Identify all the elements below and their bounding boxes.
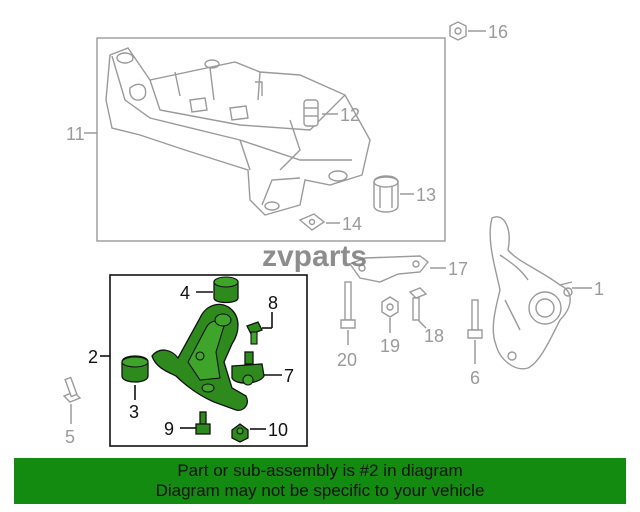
bushing-12[interactable] — [303, 99, 319, 127]
callout-6[interactable]: 6 — [470, 368, 480, 388]
nut-10[interactable] — [231, 423, 249, 443]
bushing-3[interactable] — [121, 355, 149, 383]
lower-control-arm[interactable] — [151, 303, 248, 411]
bracket-17[interactable] — [348, 255, 429, 283]
bolt-20[interactable] — [340, 281, 356, 329]
bolt-9[interactable] — [195, 411, 211, 435]
bracket-14[interactable] — [298, 213, 326, 231]
nut-16[interactable] — [449, 21, 467, 41]
callout-5[interactable]: 5 — [65, 427, 75, 447]
bolt-18[interactable] — [408, 287, 428, 321]
callout-3[interactable]: 3 — [129, 402, 139, 422]
steering-knuckle[interactable] — [489, 216, 573, 370]
callout-17[interactable]: 17 — [448, 259, 468, 279]
callout-7[interactable]: 7 — [284, 366, 294, 386]
callout-9[interactable]: 9 — [164, 419, 174, 439]
watermark-logo: zvparts — [262, 240, 367, 273]
callout-18[interactable]: 18 — [424, 326, 444, 346]
bushing-13[interactable] — [373, 175, 399, 213]
callout-14[interactable]: 14 — [342, 214, 362, 234]
nut-19[interactable] — [381, 296, 399, 318]
bushing-4[interactable] — [213, 276, 239, 304]
callout-19[interactable]: 19 — [380, 336, 400, 356]
control-arm-group-box — [109, 274, 308, 447]
bolt-5[interactable] — [62, 376, 82, 403]
info-banner: Part or sub-assembly is #2 in diagram Di… — [14, 458, 626, 504]
banner-line-part: Part or sub-assembly is #2 in diagram — [177, 461, 463, 480]
callout-10[interactable]: 10 — [268, 420, 288, 440]
callout-1[interactable]: 1 — [594, 279, 604, 299]
callout-4[interactable]: 4 — [180, 283, 190, 303]
bolt-8[interactable] — [246, 321, 263, 345]
callout-13[interactable]: 13 — [416, 185, 436, 205]
callout-12[interactable]: 12 — [340, 105, 360, 125]
subframe-crossmember[interactable] — [105, 47, 371, 216]
callout-11[interactable]: 11 — [66, 124, 85, 144]
banner-line-disclaimer: Diagram may not be specific to your vehi… — [155, 481, 485, 500]
callout-2[interactable]: 2 — [88, 347, 98, 367]
leader-lines-black — [100, 291, 282, 430]
callout-16[interactable]: 16 — [488, 22, 508, 42]
bolt-6[interactable] — [467, 299, 483, 339]
ball-joint-7[interactable] — [231, 351, 265, 386]
leader-lines-gray — [70, 30, 592, 424]
callout-20[interactable]: 20 — [337, 350, 357, 370]
subframe-group-box — [96, 37, 446, 242]
callout-8[interactable]: 8 — [268, 293, 278, 313]
